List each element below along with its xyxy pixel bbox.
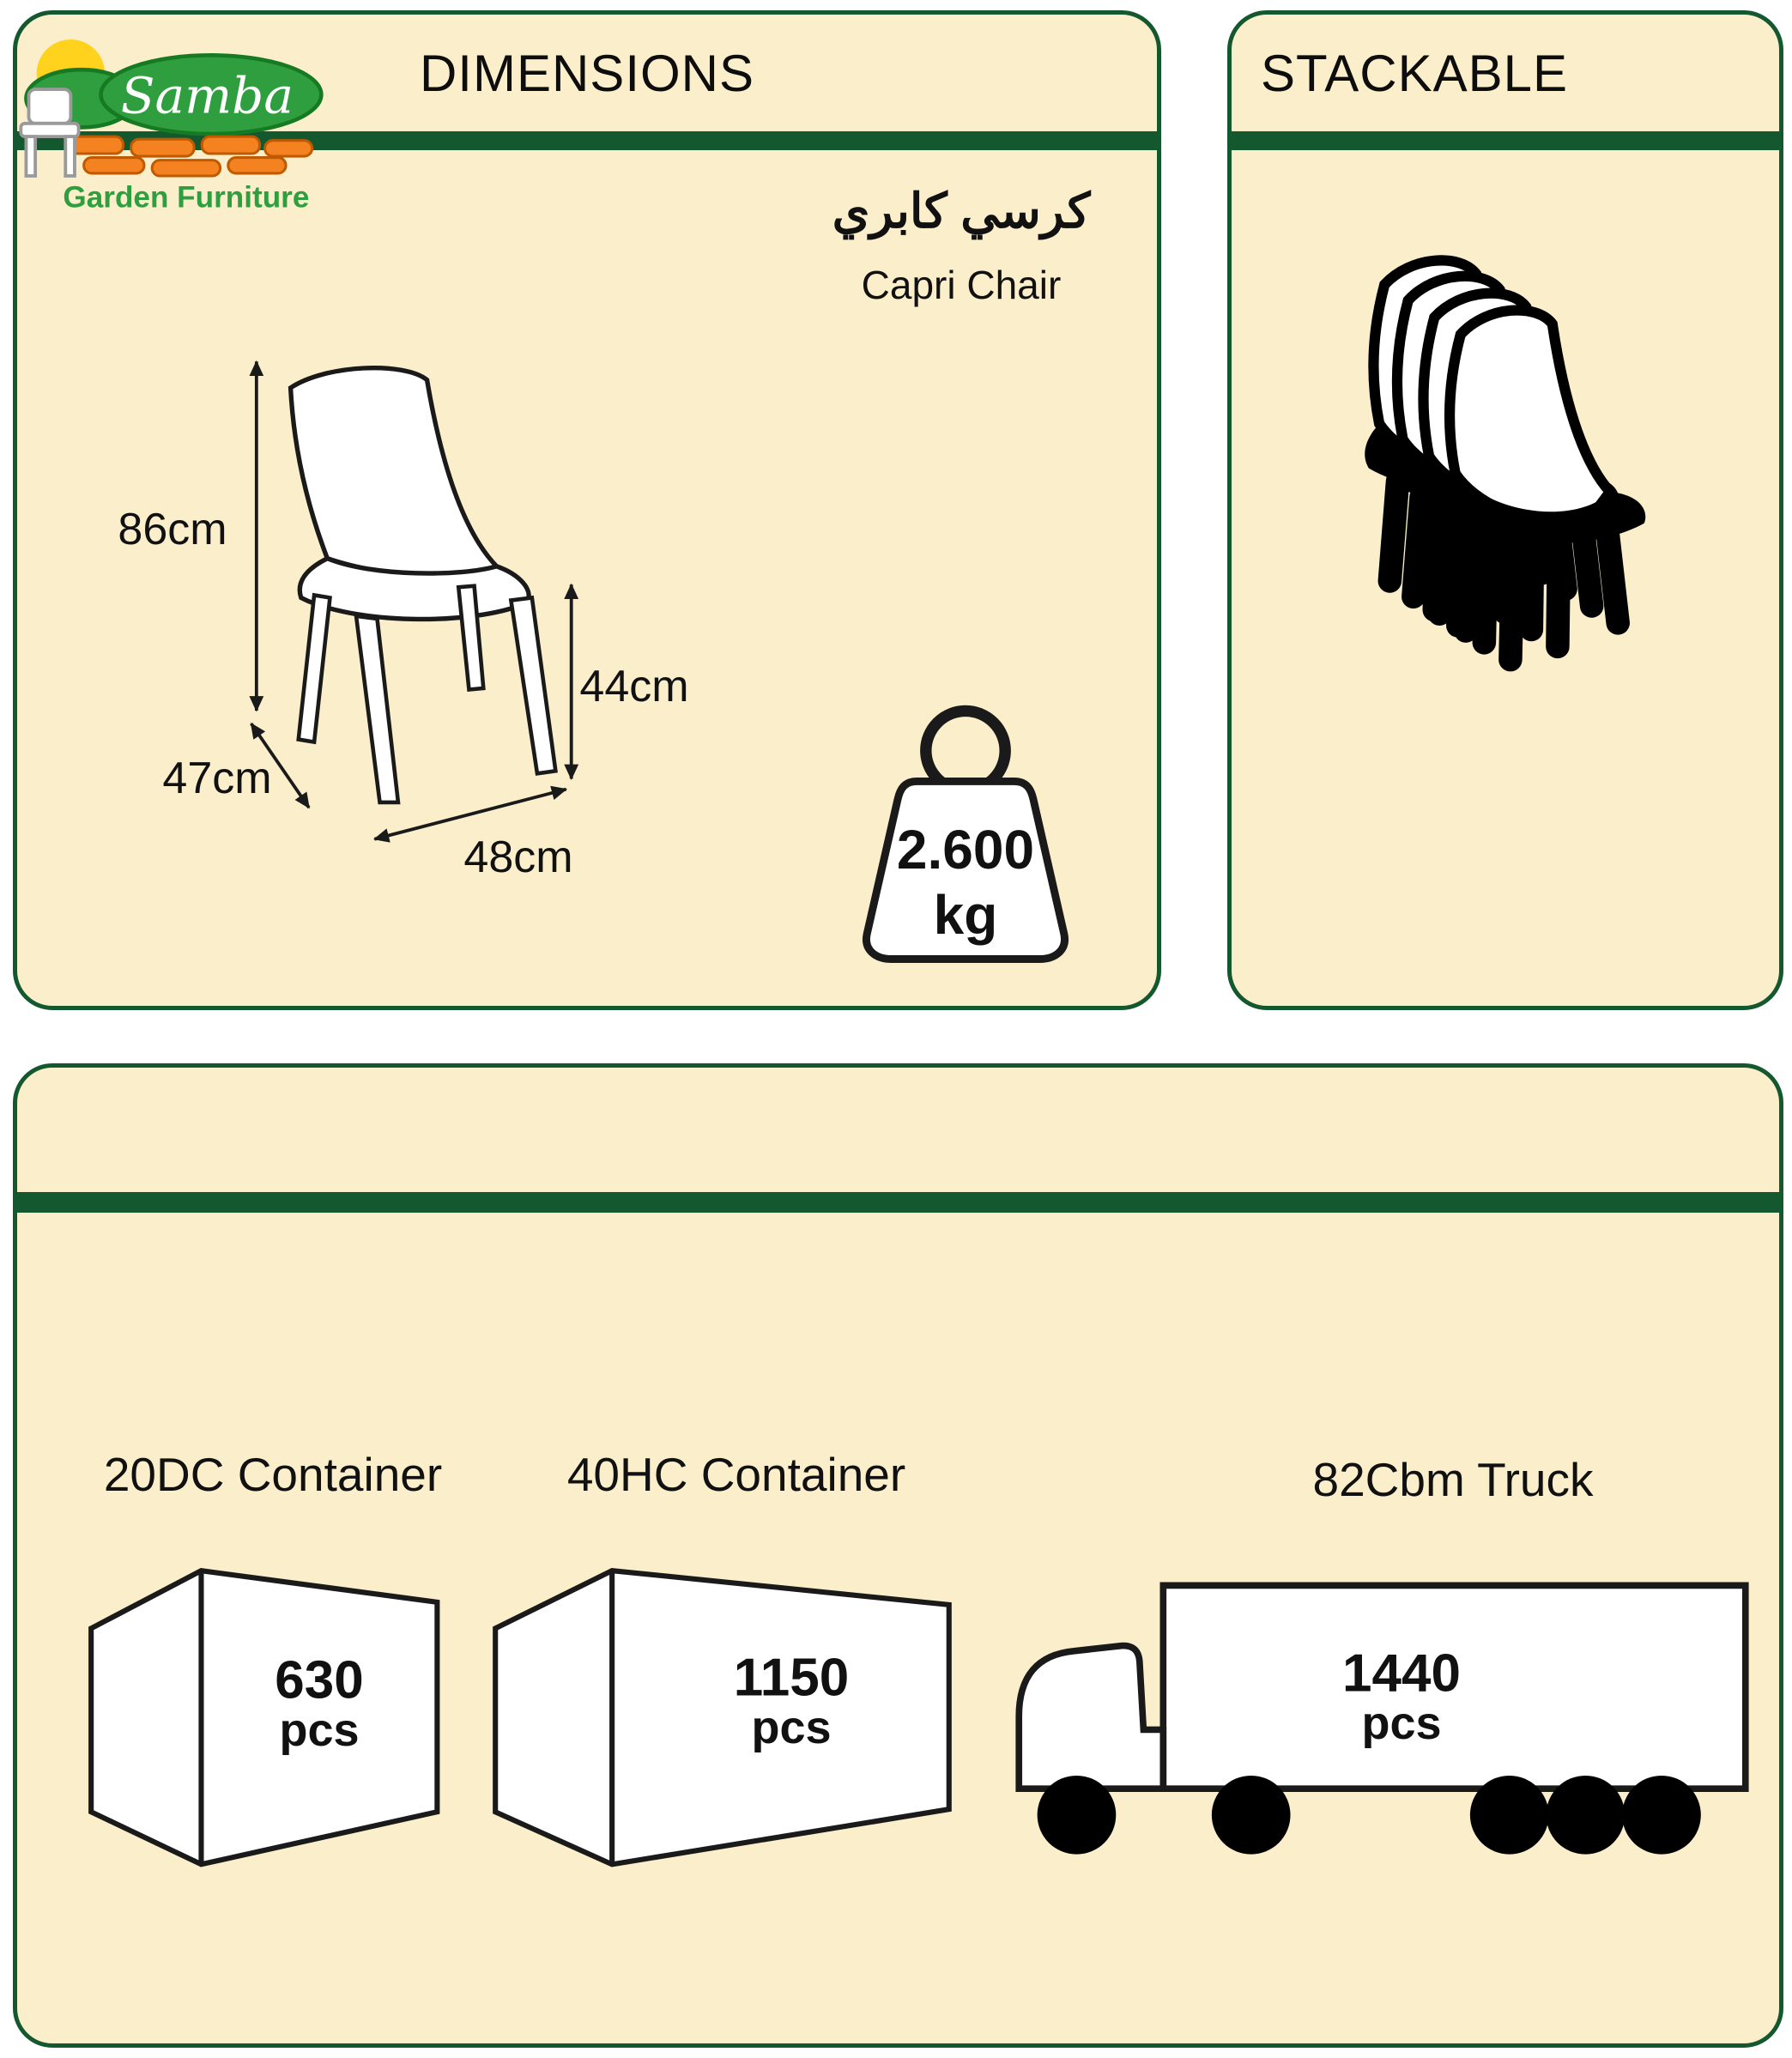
truck-label: 82Cbm Truck [1312, 1453, 1594, 1506]
product-names: كرسي كابري Capri Chair [772, 183, 1150, 308]
dimension-width-label: 48cm [463, 832, 573, 882]
container-20dc-qty: 630 [275, 1650, 364, 1710]
container-40hc-icon [493, 1568, 952, 1867]
chair-diagram-icon [249, 360, 579, 843]
truck-icon [1015, 1582, 1749, 1855]
dimensions-panel: DIMENSIONS كرسي كابري Capri Chair [13, 10, 1161, 1010]
green-divider [17, 1192, 1779, 1213]
container-20dc-label: 20DC Container [103, 1448, 443, 1501]
truck-qty: 1440 [1342, 1643, 1461, 1704]
container-20dc-icon [88, 1568, 440, 1867]
truck-unit: pcs [1361, 1698, 1442, 1749]
dimension-seat-height-label: 44cm [579, 662, 689, 711]
logo-subtitle-text: Garden Furniture [63, 181, 309, 215]
bush-icon [99, 53, 324, 136]
dimensions-title: DIMENSIONS [419, 45, 755, 102]
container-40hc-label: 40HC Container [566, 1448, 906, 1501]
dimension-depth-label: 47cm [162, 754, 272, 803]
stacked-chairs-icon [1329, 253, 1677, 745]
stackable-panel: STACKABLE [1227, 10, 1783, 1010]
container-20dc-unit: pcs [279, 1704, 360, 1756]
chair-logo-icon [19, 88, 81, 178]
ground-icon [66, 135, 314, 178]
weight-unit: kg [933, 884, 998, 946]
weight-text: 2.600 kg [838, 817, 1093, 947]
weight-icon [863, 705, 1069, 963]
samba-logo: Samba Garden Furniture [19, 39, 324, 215]
shipping-panel: 20DC Container 40HC Container 82Cbm Truc… [13, 1063, 1783, 2048]
stackable-title: STACKABLE [1261, 45, 1569, 102]
product-name-arabic: كرسي كابري [832, 184, 1091, 238]
product-name-english: Capri Chair [861, 263, 1062, 307]
weight-value: 2.600 [896, 819, 1035, 881]
dimension-height-label: 86cm [118, 505, 227, 554]
green-divider [1232, 131, 1779, 150]
logo-brand-text: Samba [121, 67, 294, 125]
container-40hc-qty: 1150 [733, 1648, 850, 1708]
container-40hc-unit: pcs [751, 1702, 832, 1753]
